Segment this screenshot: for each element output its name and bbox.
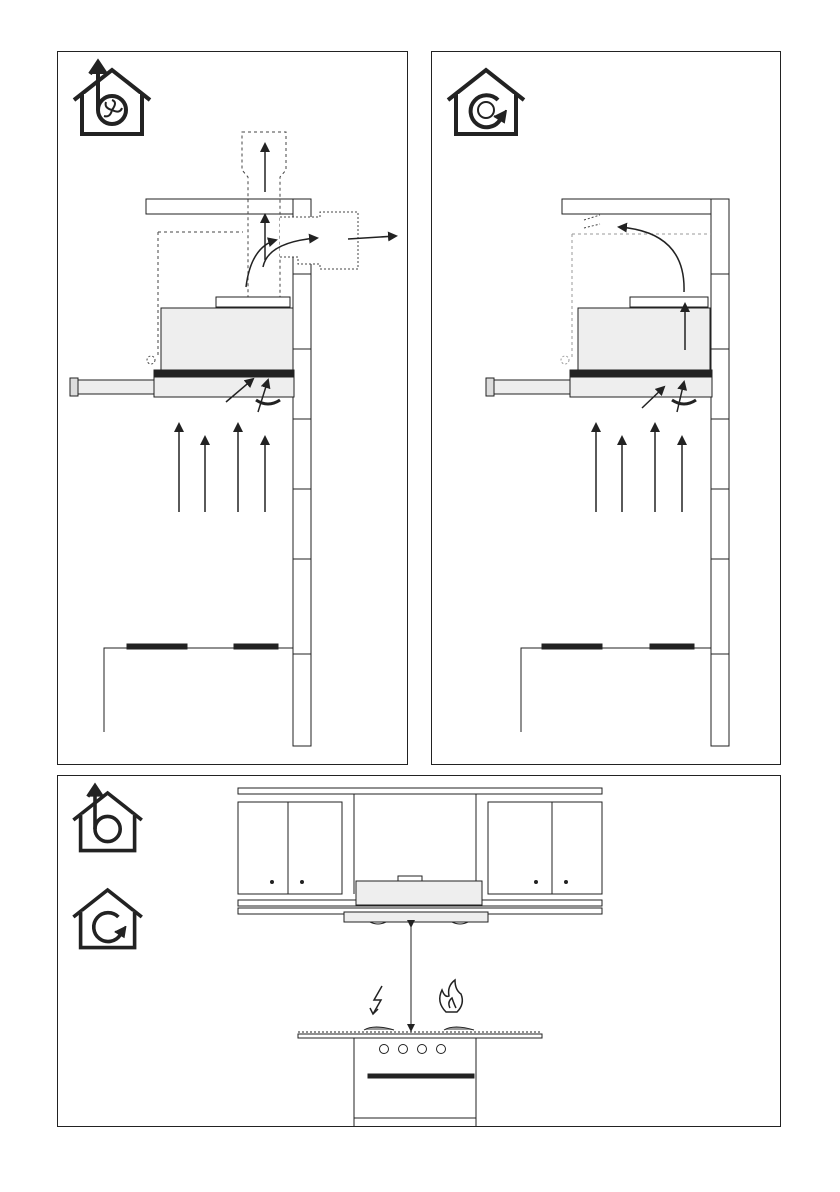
- wall: [293, 199, 311, 746]
- rising-steam-arrows: [596, 424, 682, 512]
- installation-clearance-panel: [57, 775, 781, 1127]
- horizontal-duct: [280, 212, 358, 269]
- recirculation-mode-icon: [448, 70, 524, 134]
- worktop: [521, 644, 711, 732]
- ceiling-shelf: [562, 199, 712, 214]
- recirculation-mode-panel: [431, 51, 781, 765]
- fan-symbol: [672, 400, 696, 404]
- extraction-mode-icon: [73, 786, 141, 851]
- worktop: [104, 644, 293, 732]
- cooker-hood: [70, 297, 294, 397]
- cooker-hood: [486, 297, 712, 397]
- cooker-hood: [344, 876, 488, 924]
- electric-hob-icon: [370, 986, 382, 1014]
- extraction-mode-icon: [74, 62, 150, 134]
- hob-clearance-diagram: [58, 776, 782, 1128]
- recirculation-installation-diagram: [432, 52, 782, 766]
- recirculation-mode-icon: [73, 890, 141, 948]
- gas-hob-icon: [440, 980, 463, 1012]
- hob-and-oven: [298, 1027, 542, 1126]
- ducted-installation-diagram: [58, 52, 409, 766]
- wall: [711, 199, 729, 746]
- ceiling-shelf: [146, 199, 306, 214]
- fan-symbol: [256, 400, 280, 404]
- air-outlet-vents: [584, 215, 600, 228]
- ducted-mode-panel: [57, 51, 408, 765]
- vertical-duct-outline: [242, 132, 286, 302]
- rising-steam-arrows: [179, 424, 265, 512]
